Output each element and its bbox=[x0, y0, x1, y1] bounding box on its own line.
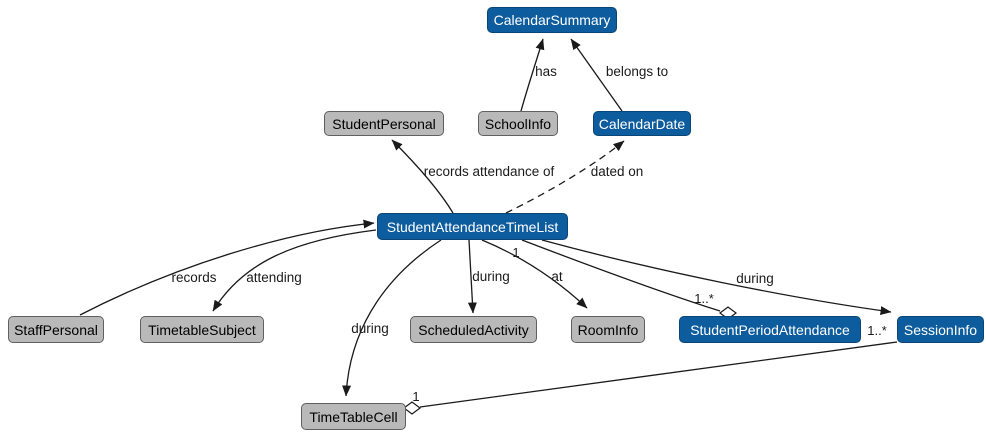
edge-records-attendance-of bbox=[391, 139, 454, 214]
edge-label-at: at bbox=[551, 269, 563, 284]
node-time-table-cell[interactable]: TimeTableCell bbox=[301, 403, 406, 430]
edge-label-dated-on: dated on bbox=[590, 164, 644, 179]
node-school-info[interactable]: SchoolInfo bbox=[478, 111, 558, 136]
node-session-info[interactable]: SessionInfo bbox=[897, 316, 984, 343]
node-room-info[interactable]: RoomInfo bbox=[571, 316, 645, 343]
node-staff-personal[interactable]: StaffPersonal bbox=[8, 316, 104, 343]
multiplicity-label-source-1: 1 bbox=[512, 245, 520, 260]
node-calendar-summary[interactable]: CalendarSummary bbox=[487, 7, 617, 33]
edge-aggregation-student-period-attendance bbox=[521, 239, 721, 312]
node-scheduled-activity[interactable]: ScheduledActivity bbox=[410, 316, 537, 343]
edge-attending bbox=[212, 229, 377, 312]
edge-label-records-attendance-of: records attendance of bbox=[423, 164, 555, 179]
node-timetable-subject[interactable]: TimetableSubject bbox=[140, 316, 264, 343]
edge-records bbox=[79, 219, 375, 316]
multiplicity-label-student-period-attendance: 1..* bbox=[694, 291, 714, 306]
node-student-period-attendance[interactable]: StudentPeriodAttendance bbox=[679, 316, 861, 343]
node-calendar-date[interactable]: CalendarDate bbox=[593, 111, 691, 136]
edge-belongs-to bbox=[570, 38, 623, 112]
edge-has bbox=[520, 38, 545, 112]
edge-label-has: has bbox=[535, 64, 557, 79]
multiplicity-label-session-info: 1..* bbox=[867, 323, 887, 338]
edge-during-scheduled-activity bbox=[467, 239, 477, 314]
edge-label-belongs-to: belongs to bbox=[605, 64, 669, 79]
node-student-personal[interactable]: StudentPersonal bbox=[324, 111, 444, 136]
edge-time-table-cell-session-info bbox=[419, 341, 898, 408]
node-student-attendance-time-list[interactable]: StudentAttendanceTimeList bbox=[377, 213, 568, 240]
multiplicity-label-time-table-cell: 1 bbox=[412, 389, 420, 404]
edge-label-records: records bbox=[171, 270, 217, 285]
edge-label-during-session: during bbox=[736, 271, 774, 286]
edge-label-during-time-table-cell: during bbox=[351, 321, 389, 336]
edge-label-attending: attending bbox=[246, 270, 302, 285]
edge-label-during-scheduled-activity: during bbox=[472, 269, 510, 284]
edge-during-session bbox=[541, 239, 892, 316]
edge-at bbox=[481, 239, 588, 309]
edge-during-time-table-cell bbox=[342, 239, 442, 397]
aggregation-diamond-time-table-cell bbox=[403, 401, 421, 415]
edge-dated-on bbox=[505, 140, 625, 214]
